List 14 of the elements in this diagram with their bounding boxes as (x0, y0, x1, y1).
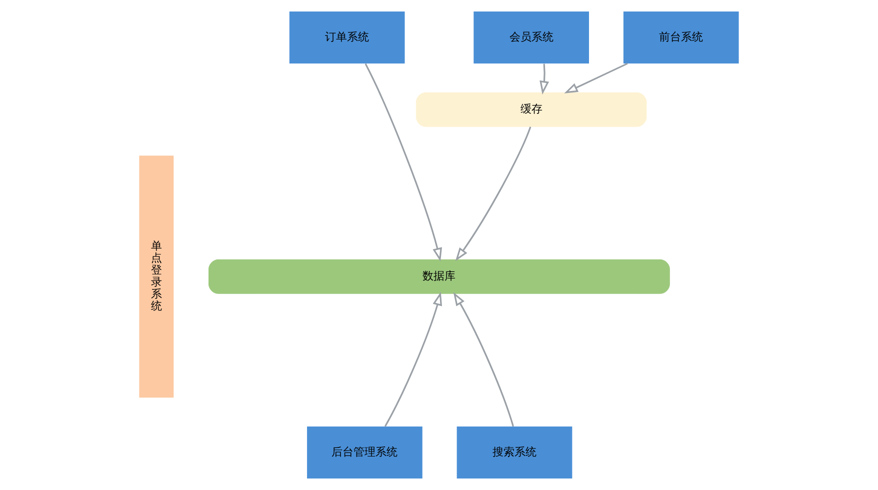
arrow (455, 126, 532, 262)
node-box: 订单系统 (289, 12, 405, 64)
node-box: 搜索系统 (456, 426, 572, 478)
node-box: 前台系统 (623, 12, 739, 64)
arrow (564, 62, 628, 94)
node-box: 缓存 (416, 92, 647, 127)
arrow (540, 64, 550, 95)
node-box: 数据库 (208, 259, 670, 294)
node-box: 后台管理系统 (307, 426, 422, 478)
arrow (453, 292, 514, 427)
node-box: 会员系统 (474, 12, 589, 64)
arrow (384, 292, 442, 427)
arrow (364, 63, 442, 262)
node-box: 单点登录系统 (139, 156, 174, 398)
